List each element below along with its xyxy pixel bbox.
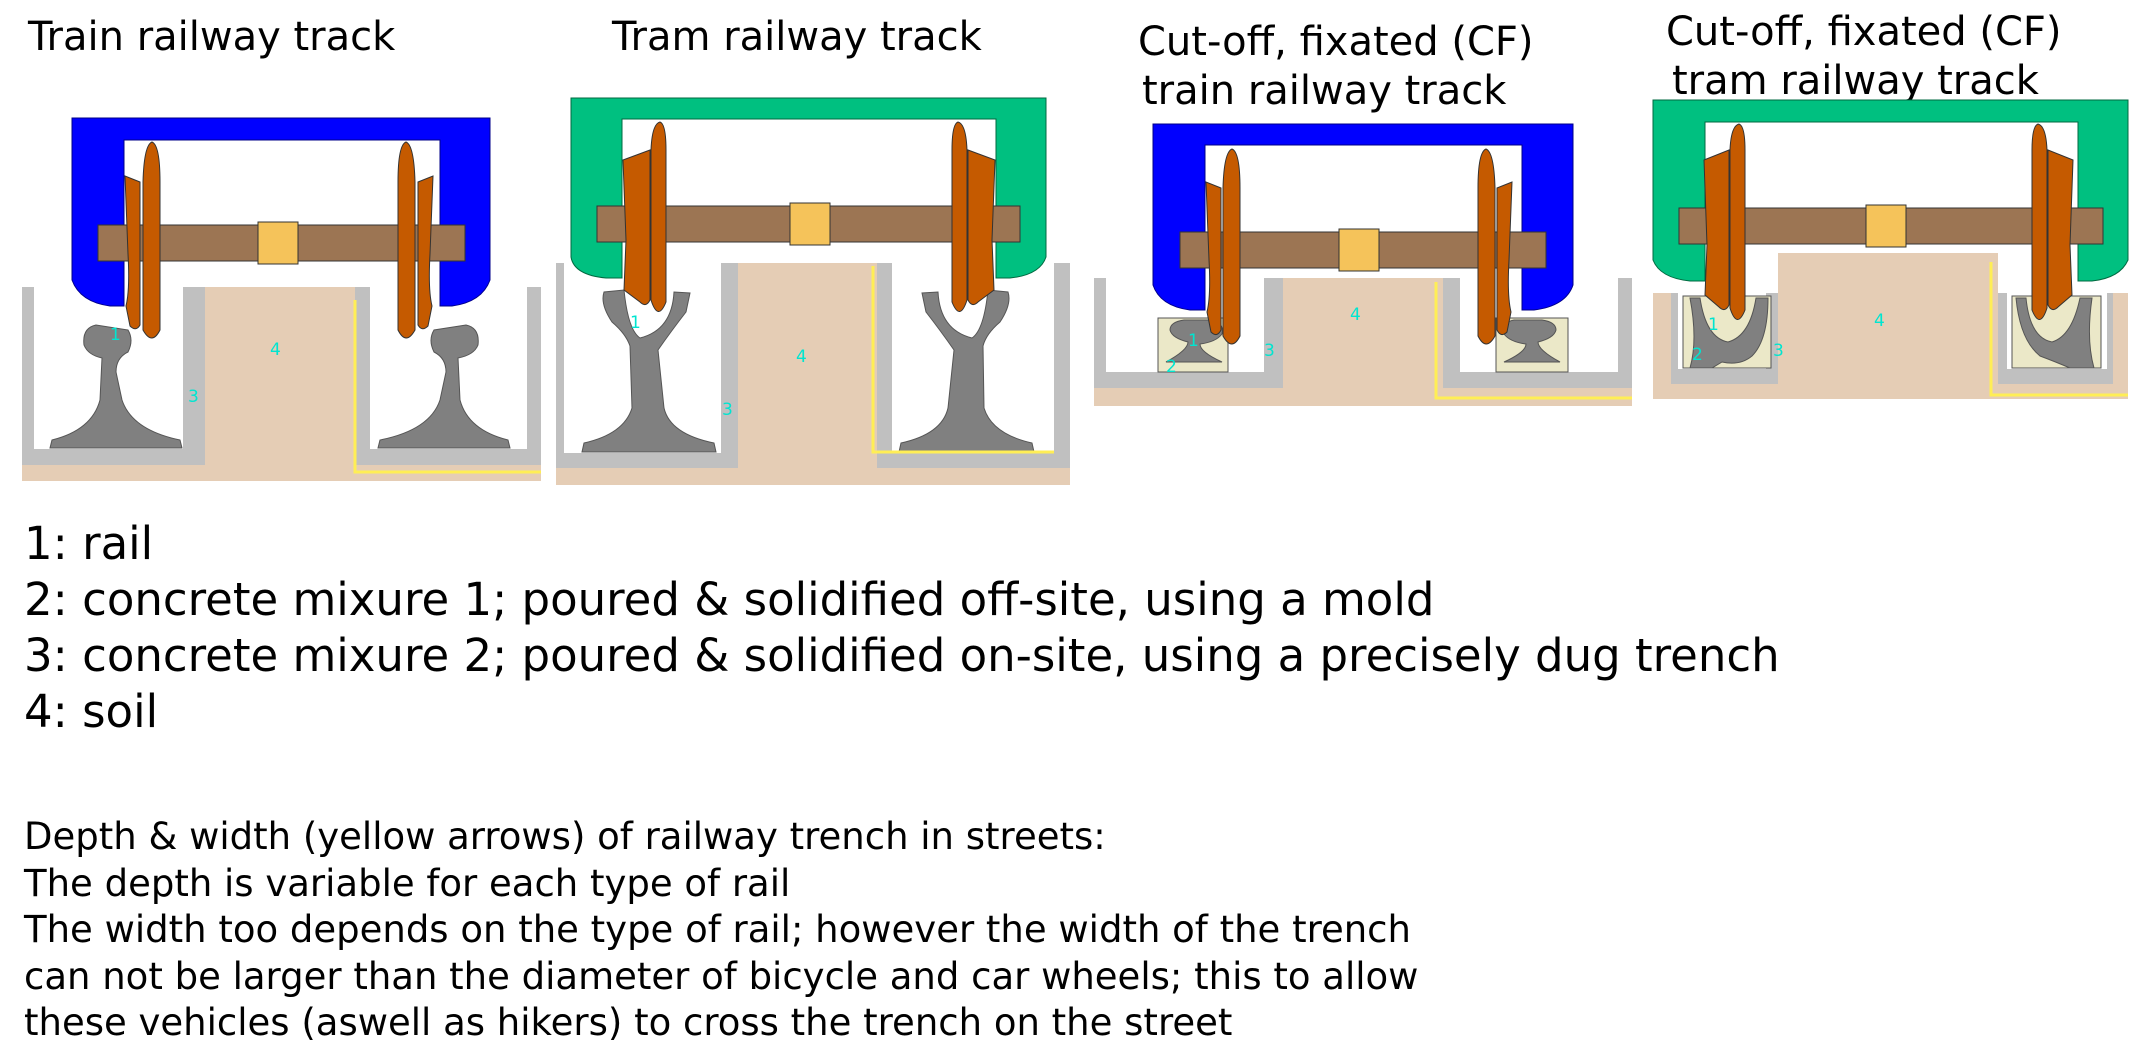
notes-line: can not be larger than the diameter of b… <box>24 954 1419 998</box>
axle-hub <box>1865 204 1907 248</box>
legend: 1: rail 2: concrete mixure 1; poured & s… <box>24 516 1780 740</box>
legend-item-rail: 1: rail <box>24 517 154 570</box>
wheel-right <box>1496 181 1513 336</box>
legend-item-concrete-mixure-2: 3: concrete mixure 2; poured & solidifie… <box>24 629 1780 682</box>
label-1: 1 <box>110 325 121 345</box>
label-4: 4 <box>1350 305 1361 325</box>
wheel-right-flange <box>1477 148 1496 345</box>
yellow-arrow-depth-width <box>1989 262 2128 397</box>
label-2: 2 <box>1692 345 1703 365</box>
rail-left <box>581 289 717 453</box>
legend-item-concrete-mixure-1: 2: concrete mixure 1; poured & solidifie… <box>24 573 1435 626</box>
wheel-left-flange <box>1222 148 1241 345</box>
axle-hub <box>789 202 831 246</box>
panel-cf-tram-track: Cut-off, fixated (CF) tram railway track… <box>1652 9 2129 399</box>
rail-left <box>49 324 183 449</box>
soil-raised-center <box>1778 253 1998 293</box>
tram-body <box>1652 99 2129 282</box>
label-4: 4 <box>1874 311 1885 331</box>
notes: Depth & width (yellow arrows) of railway… <box>24 814 1418 1047</box>
legend-item-soil: 4: soil <box>24 685 159 738</box>
yellow-arrow-depth-width <box>353 300 541 474</box>
wheel-left <box>622 149 651 306</box>
panel-title-tram: Tram railway track <box>611 14 983 60</box>
wheel-right-flange <box>2031 123 2048 320</box>
wheel-right <box>967 149 996 306</box>
rail-right <box>898 289 1035 453</box>
panel-train-track: Train railway track 1 3 4 <box>22 14 541 481</box>
notes-line: these vehicles (aswell as hikers) to cro… <box>24 1001 1233 1044</box>
tram-body <box>570 97 1047 279</box>
label-4: 4 <box>270 340 281 360</box>
label-1: 1 <box>630 313 641 333</box>
wheel-left-flange <box>1729 123 1746 320</box>
wheel-right <box>417 175 434 330</box>
wheel-left-flange <box>142 141 161 339</box>
label-1: 1 <box>1708 315 1719 335</box>
train-body <box>1152 123 1574 311</box>
label-2: 2 <box>1166 357 1177 377</box>
label-1: 1 <box>1188 331 1199 351</box>
axle-hub <box>257 221 299 265</box>
panel-title-train: Train railway track <box>27 14 396 60</box>
wheel-right <box>2047 149 2074 311</box>
wheel-left-flange <box>650 121 667 312</box>
rail-right <box>377 324 511 449</box>
rail-right <box>2015 297 2095 369</box>
rail-left <box>1689 297 1769 369</box>
train-body <box>71 117 491 307</box>
panel-title-cf-train-line-2: train railway track <box>1142 68 1507 114</box>
axle-hub <box>1338 228 1380 272</box>
panel-cf-train-track: Cut-off, fixated (CF) train railway trac… <box>1094 19 1632 406</box>
wheel-left <box>1703 149 1730 311</box>
panel-tram-track: Tram railway track 1 3 4 <box>556 14 1070 485</box>
panel-title-cf-tram-line-1: Cut-off, fixated (CF) <box>1666 9 2062 55</box>
wheel-left <box>1205 181 1222 336</box>
label-3: 3 <box>1773 341 1784 361</box>
wheel-right-flange <box>951 121 968 312</box>
notes-line: The depth is variable for each type of r… <box>24 861 791 905</box>
rail-right <box>1503 319 1561 363</box>
wheel-right-flange <box>397 141 416 339</box>
yellow-arrow-depth-width <box>1434 282 1632 400</box>
label-4: 4 <box>796 347 807 367</box>
panel-title-cf-train-line-1: Cut-off, fixated (CF) <box>1138 19 1534 65</box>
railway-diagram: Train railway track 1 3 4 Tram railway t… <box>22 9 2129 485</box>
notes-line: Depth & width (yellow arrows) of railway… <box>24 815 1106 858</box>
panel-title-cf-tram-line-2: tram railway track <box>1672 58 2040 104</box>
label-3: 3 <box>1264 341 1275 361</box>
label-3: 3 <box>188 387 199 407</box>
notes-line: The width too depends on the type of rai… <box>24 908 1411 951</box>
wheel-left <box>124 175 141 330</box>
label-3: 3 <box>722 400 733 420</box>
yellow-arrow-depth-width <box>871 266 1054 454</box>
